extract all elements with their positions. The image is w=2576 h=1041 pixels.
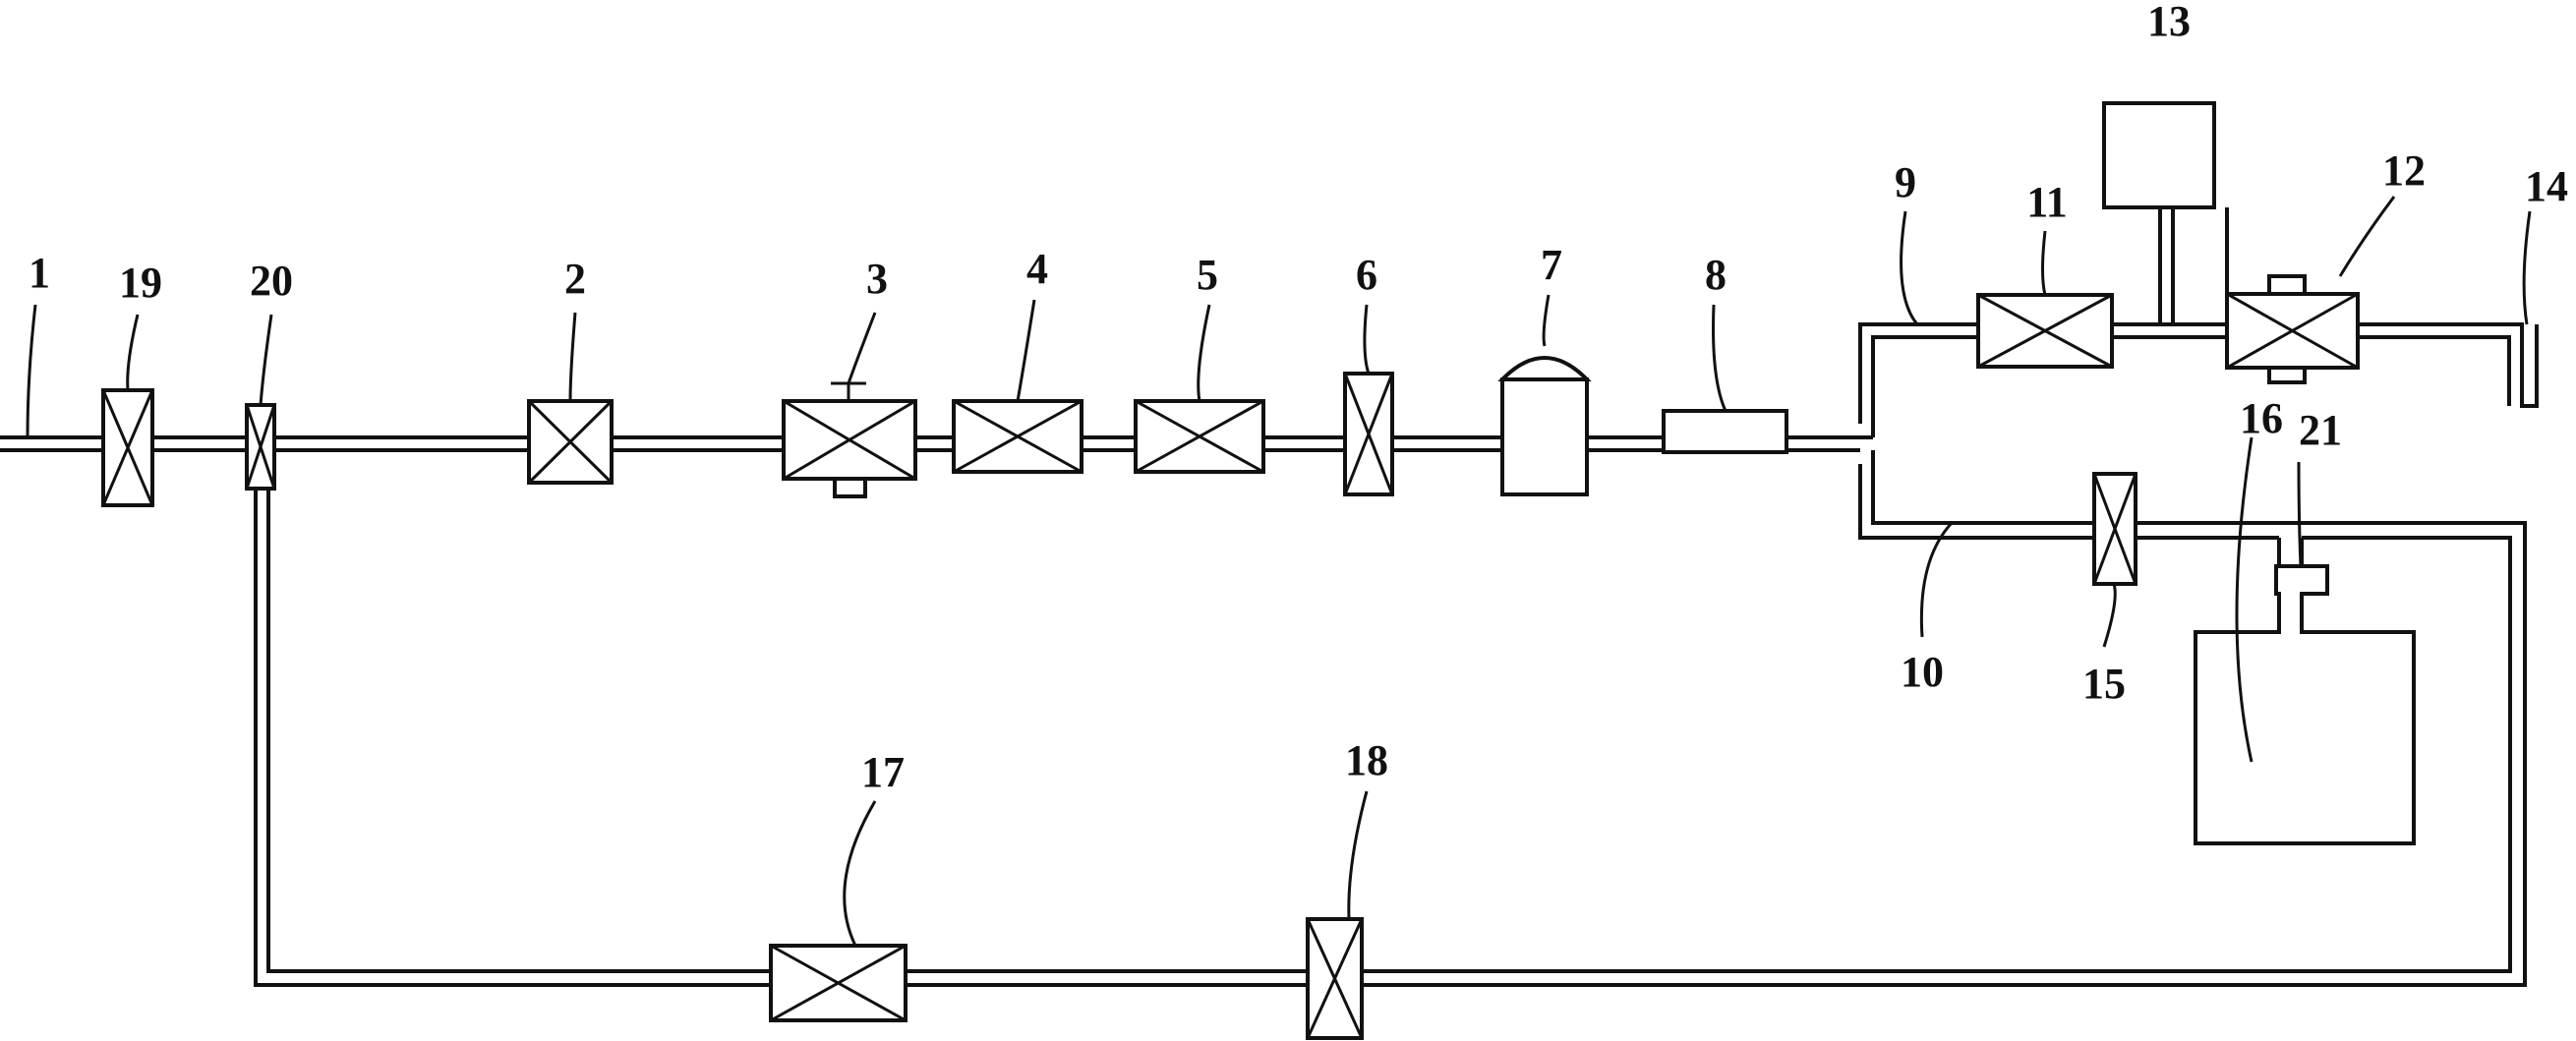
unit-11 <box>1976 293 2114 369</box>
upper-branch-pipe <box>2112 207 2229 326</box>
label-15: 15 <box>2082 660 2126 708</box>
label-11: 11 <box>2026 178 2068 226</box>
fitting-21 <box>2274 564 2329 596</box>
branch-to-12-pipe <box>2112 322 2227 339</box>
return-to-20-pipe <box>254 489 771 987</box>
label-4: 4 <box>1026 245 1048 293</box>
label-12: 12 <box>2382 146 2426 195</box>
label-9: 9 <box>1895 158 1916 206</box>
branch-9-pipe-inner <box>1871 335 1978 437</box>
lower-return-pipe <box>906 969 1308 987</box>
label-14: 14 <box>2525 162 2568 210</box>
label-7: 7 <box>1541 241 1562 289</box>
branch-10-pipe-outer <box>1858 464 2094 540</box>
label-6: 6 <box>1356 251 1377 299</box>
pipelines <box>0 207 2539 987</box>
tank-16-feed-pipe <box>2277 538 2304 566</box>
label-2: 2 <box>564 255 586 303</box>
label-21: 21 <box>2299 406 2342 454</box>
unit-4 <box>952 399 1083 474</box>
labels: 1 19 20 2 3 4 5 6 7 8 9 11 13 12 14 16 2… <box>29 0 2568 796</box>
unit-17 <box>769 944 907 1022</box>
branch-9-pipe <box>1858 322 1978 424</box>
branch-12-to-14-pipe <box>2358 322 2539 408</box>
unit-2 <box>527 399 614 485</box>
unit-8 <box>1662 409 1788 454</box>
unit-12 <box>2225 274 2360 384</box>
label-1: 1 <box>29 249 50 297</box>
tank-13 <box>2102 101 2216 209</box>
tank-7 <box>1497 356 1592 496</box>
return-loop-pipe-inner <box>1362 536 2512 973</box>
label-10: 10 <box>1901 648 1944 696</box>
label-16: 16 <box>2240 394 2283 442</box>
tank-16 <box>2194 590 2416 845</box>
valve-6 <box>1343 372 1394 496</box>
tee-valve-20 <box>245 403 276 491</box>
branch-10-pipe <box>1871 450 2094 525</box>
label-18: 18 <box>1345 736 1388 784</box>
label-17: 17 <box>861 748 905 796</box>
leader-lines <box>26 196 2532 947</box>
tank-13-feed-pipe <box>2158 207 2175 324</box>
label-3: 3 <box>866 255 888 303</box>
unit-5 <box>1134 399 1265 474</box>
valve-18 <box>1306 917 1364 1040</box>
label-5: 5 <box>1197 251 1218 299</box>
label-8: 8 <box>1705 251 1727 299</box>
unit-3 <box>782 381 917 498</box>
label-19: 19 <box>119 259 162 307</box>
label-13: 13 <box>2147 0 2191 45</box>
label-20: 20 <box>250 257 293 305</box>
valve-19 <box>101 388 154 507</box>
return-loop-pipe-outer <box>1362 521 2527 987</box>
components <box>101 101 2416 1040</box>
valve-15 <box>2092 472 2137 586</box>
